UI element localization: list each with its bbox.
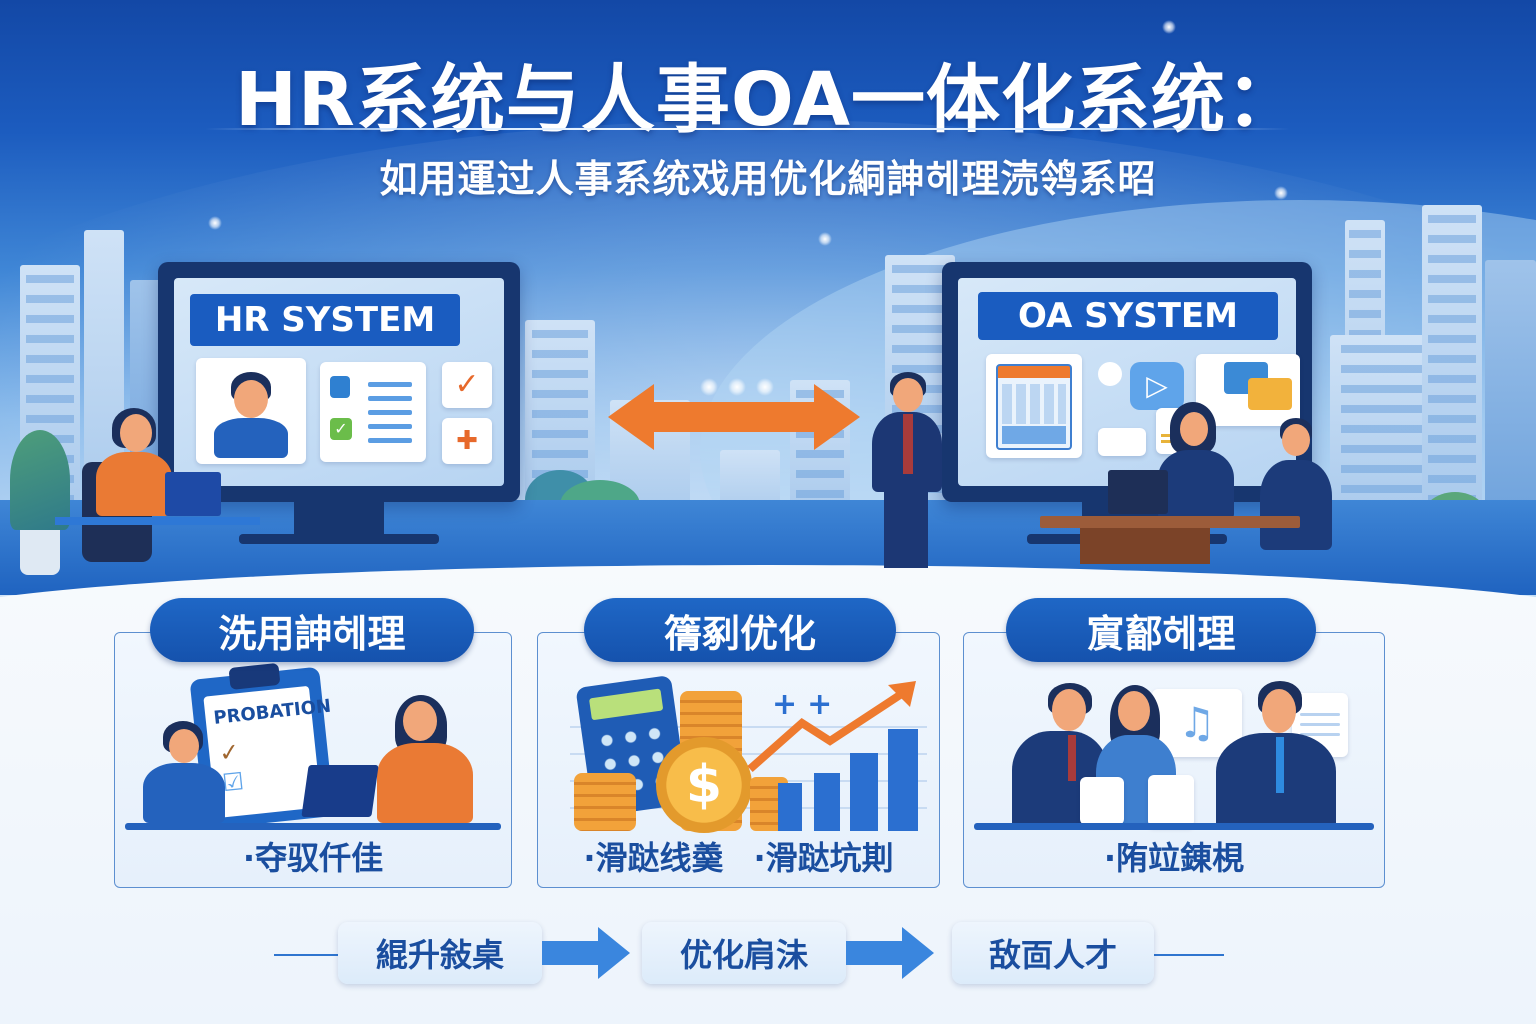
section-bullets: ·夺驭仟佳 — [115, 833, 511, 879]
meeting-table — [1040, 516, 1300, 528]
presenter-legs — [884, 490, 928, 568]
building — [1485, 260, 1536, 525]
team-illustration: ♫ — [976, 673, 1372, 833]
bar — [888, 729, 918, 831]
document-icon — [1098, 428, 1146, 456]
laptop-icon — [165, 472, 221, 516]
presenter-figure — [893, 378, 923, 412]
arrow-right-icon — [846, 927, 934, 979]
sparkle-icon — [208, 216, 222, 230]
tie — [1068, 735, 1076, 781]
page-title: HR系统与人事OA一体化系统： — [234, 57, 1302, 143]
flow-line — [1150, 954, 1224, 956]
man-figure — [1282, 424, 1310, 456]
arrow-right-icon — [542, 927, 630, 979]
flow-step-2: 优化肩沬 — [642, 922, 846, 984]
hr-system-monitor: HR SYSTEM ✓ ✓ ✚ — [158, 262, 520, 544]
bar — [814, 773, 840, 831]
oa-screen: OA SYSTEM ▷ — [958, 278, 1300, 486]
tie — [903, 414, 913, 474]
sparkle-icon — [1162, 20, 1176, 34]
man-figure — [1262, 689, 1296, 733]
title-divider — [205, 128, 1290, 130]
flow-line — [274, 954, 344, 956]
sparkle-icon — [818, 232, 832, 246]
section-bullets: ·滑跶线羮 ·滑跶坑剘 — [538, 833, 939, 879]
section-title-pill: 洗用訷헤理 — [150, 598, 474, 662]
sync-arrow-icon — [608, 384, 860, 450]
page-subtitle: 如用運过人事系统戏用优化絧訷헤理涜鸰系昭 — [379, 157, 1157, 201]
woman-figure — [1180, 412, 1208, 446]
table-base — [1080, 528, 1210, 564]
sparkle-icon — [1274, 186, 1288, 200]
user-icon — [1098, 362, 1122, 386]
flow-step-3: 敌靣人才 — [952, 922, 1154, 984]
hr-screen: HR SYSTEM ✓ ✓ ✚ — [174, 278, 504, 486]
building — [1422, 205, 1482, 525]
plus-icon: ++ — [772, 687, 843, 722]
hr-system-banner: HR SYSTEM — [190, 294, 460, 346]
section-bullets: ·陏竝錬梘 — [964, 833, 1384, 879]
medical-kit-icon: ✚ — [442, 418, 492, 464]
checklist-card: ✓ — [320, 362, 426, 462]
laptop-icon — [1108, 470, 1168, 514]
bullet-item: ·陏竝錬梘 — [1103, 839, 1245, 877]
lock-icon — [330, 376, 350, 398]
probation-illustration: PROBATION ✓ ☑ — [127, 662, 499, 833]
building — [1330, 335, 1440, 525]
coin-stack-icon — [574, 773, 636, 831]
bar — [850, 753, 878, 831]
compensation-illustration: $ ++ — [550, 673, 927, 833]
dot-icon — [700, 378, 718, 396]
dot-icon — [756, 378, 774, 396]
checkbox-icon: ✓ — [330, 418, 352, 440]
messages-card — [1196, 354, 1300, 426]
man-figure — [1052, 689, 1086, 731]
employee-profile-card — [196, 358, 306, 464]
calendar-card — [986, 354, 1082, 458]
document-icon — [1148, 775, 1194, 827]
dollar-coin-icon: $ — [656, 737, 752, 833]
woman-figure — [1118, 691, 1150, 731]
flow-step-1: 緄升敍桌 — [338, 922, 542, 984]
section-card-compensation: $ ++ ·滑跶线羮 ·滑跶坑剘 — [537, 632, 940, 888]
trend-up-arrow-icon — [747, 681, 916, 772]
section-title-pill: 賔鄐헤理 — [1006, 598, 1316, 662]
check-mark-icon: ✓ — [442, 362, 492, 408]
oa-system-banner: OA SYSTEM — [978, 292, 1278, 340]
woman-figure — [120, 414, 152, 452]
plant-icon — [0, 430, 80, 580]
dot-icon — [728, 378, 746, 396]
bullet-item: ·滑跶坑剘 — [753, 839, 894, 877]
desk — [55, 517, 260, 525]
bullet-item: ·夺驭仟佳 — [242, 839, 384, 877]
send-icon: ▷ — [1130, 362, 1184, 410]
chat-icon — [1248, 378, 1292, 410]
calendar-icon — [996, 364, 1072, 450]
bullet-item: ·滑跶线羮 — [583, 839, 724, 877]
section-card-team: ♫ ·陏竝錬梘 — [963, 632, 1385, 888]
document-icon — [1080, 777, 1124, 825]
avatar-icon — [234, 380, 268, 418]
section-card-probation: PROBATION ✓ ☑ ·夺驭仟佳 — [114, 632, 512, 888]
section-title-pill: 篟剢优化 — [584, 598, 896, 662]
employee-figure — [169, 729, 199, 763]
laptop-icon — [301, 765, 379, 817]
tie — [1276, 737, 1284, 793]
bar — [778, 783, 802, 831]
hr-manager-figure — [403, 701, 437, 741]
oa-system-monitor: OA SYSTEM ▷ — [942, 262, 1312, 544]
